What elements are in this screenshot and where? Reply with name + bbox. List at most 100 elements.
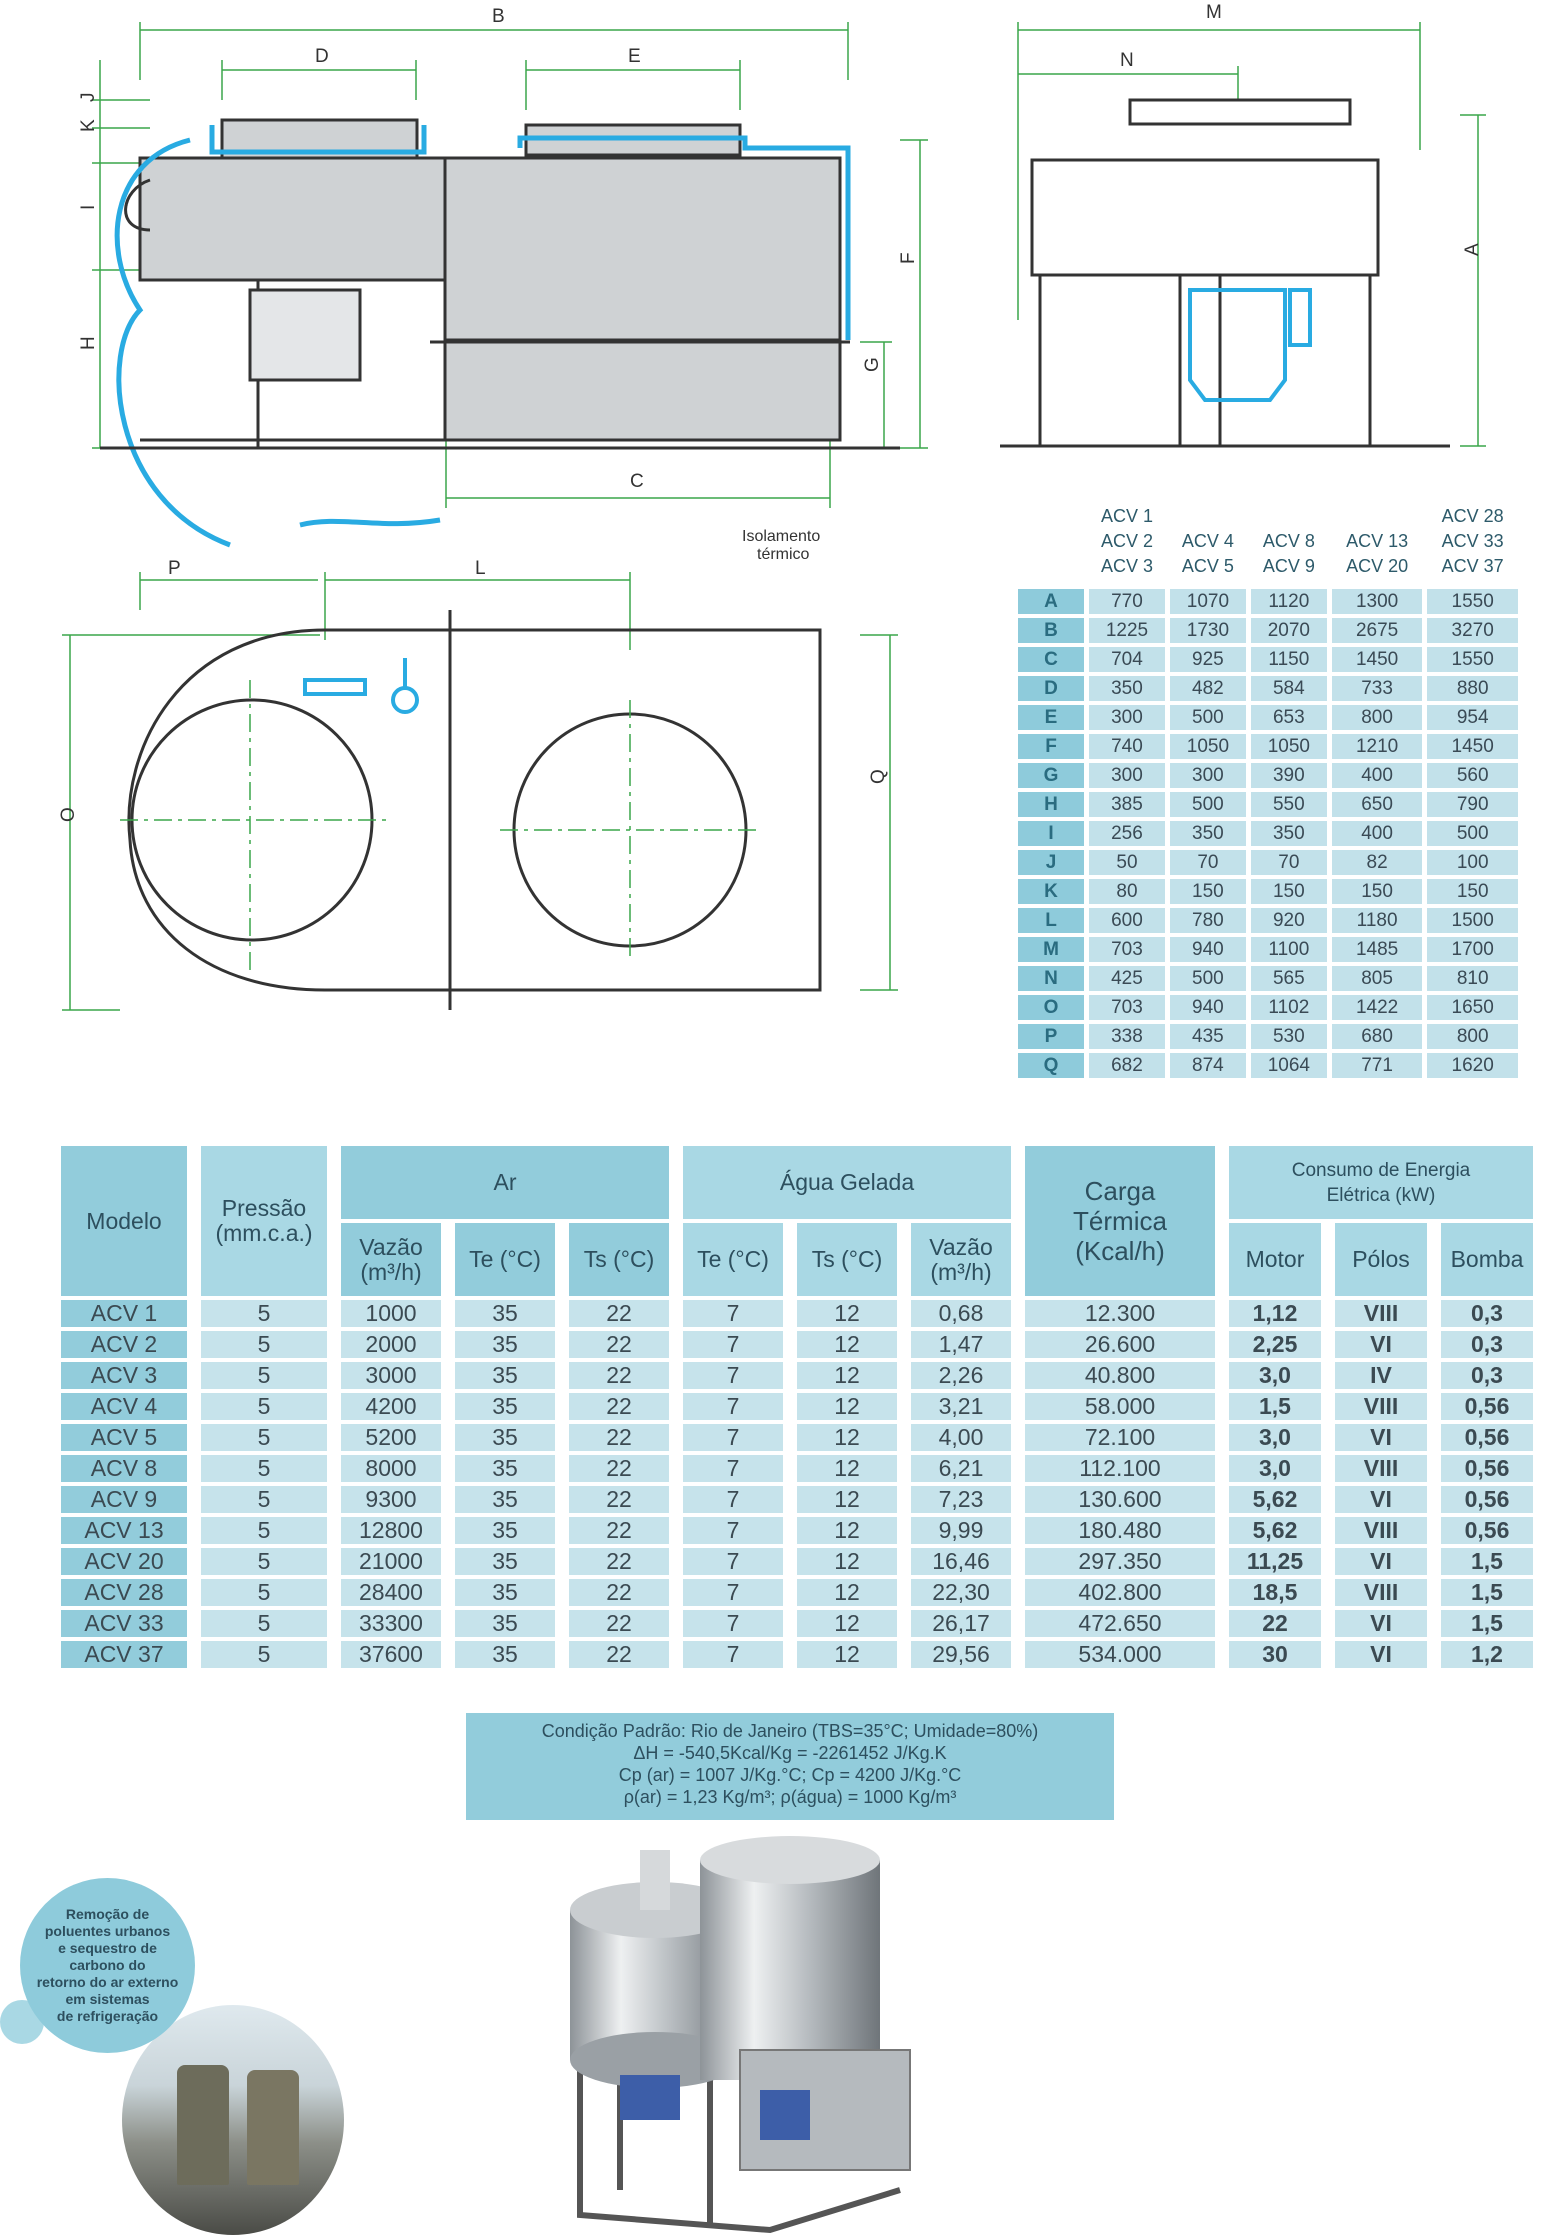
cell-model: ACV 1 <box>61 1300 187 1327</box>
cell-motor: 11,25 <box>1229 1548 1321 1575</box>
dimension-value: 350 <box>1089 676 1165 701</box>
dimension-value: 940 <box>1169 937 1246 962</box>
cell-water-te: 7 <box>683 1393 783 1420</box>
dimension-value: 500 <box>1169 792 1246 817</box>
side-view-tank <box>138 118 842 442</box>
dimension-value: 150 <box>1250 879 1327 904</box>
cell-motor: 30 <box>1229 1641 1321 1668</box>
cell-model: ACV 4 <box>61 1393 187 1420</box>
cell-motor: 1,5 <box>1229 1393 1321 1420</box>
cell-model: ACV 3 <box>61 1362 187 1389</box>
cell-air-te: 35 <box>455 1548 555 1575</box>
cell-water-flow: 7,23 <box>911 1486 1011 1513</box>
header-motor: Motor <box>1229 1223 1321 1296</box>
cell-water-te: 7 <box>683 1579 783 1606</box>
header-agua-vazao: Vazão (m³/h) <box>911 1223 1011 1296</box>
dimension-value: 733 <box>1331 676 1423 701</box>
label-H: H <box>78 336 99 350</box>
cell-air-te: 35 <box>455 1610 555 1637</box>
label-J: J <box>78 93 99 103</box>
dimension-value: 150 <box>1331 879 1423 904</box>
cell-air-flow: 9300 <box>341 1486 441 1513</box>
dimension-value: 300 <box>1089 705 1165 730</box>
cell-air-flow: 5200 <box>341 1424 441 1451</box>
dimension-value: 565 <box>1250 966 1327 991</box>
cell-pump: 0,56 <box>1441 1393 1533 1420</box>
header-agua-te: Te (°C) <box>683 1223 783 1296</box>
dimension-value: 1550 <box>1427 647 1518 672</box>
cell-pressure: 5 <box>201 1331 327 1358</box>
dimension-letter: G <box>1018 763 1084 788</box>
cell-poles: VIII <box>1335 1393 1427 1420</box>
dimension-value: 550 <box>1250 792 1327 817</box>
cell-pump: 1,5 <box>1441 1610 1533 1637</box>
top-view-dimension-lines <box>62 572 898 1011</box>
cell-air-ts: 22 <box>569 1610 669 1637</box>
dimension-letter: F <box>1018 734 1084 759</box>
dimension-value: 1450 <box>1427 734 1518 759</box>
header-agua: Água Gelada <box>683 1146 1011 1219</box>
cell-poles: VIII <box>1335 1455 1427 1482</box>
dimension-value: 800 <box>1331 705 1423 730</box>
cell-air-ts: 22 <box>569 1548 669 1575</box>
cell-pressure: 5 <box>201 1610 327 1637</box>
cell-model: ACV 9 <box>61 1486 187 1513</box>
cell-thermal-load: 534.000 <box>1025 1641 1215 1668</box>
cell-pump: 0,3 <box>1441 1331 1533 1358</box>
product-inlet <box>640 1850 670 1910</box>
dimension-value: 1050 <box>1169 734 1246 759</box>
header-pressao: Pressão (mm.c.a.) <box>201 1145 327 1296</box>
cell-model: ACV 28 <box>61 1579 187 1606</box>
cell-water-flow: 29,56 <box>911 1641 1011 1668</box>
dimension-value: 653 <box>1250 705 1327 730</box>
dimension-value: 100 <box>1427 850 1518 875</box>
dimension-value: 1210 <box>1331 734 1423 759</box>
bottle-image <box>247 2070 299 2185</box>
dimension-value: 70 <box>1169 850 1246 875</box>
front-view-drawing: M N A <box>1000 2 1486 448</box>
cell-thermal-load: 130.600 <box>1025 1486 1215 1513</box>
cell-thermal-load: 402.800 <box>1025 1579 1215 1606</box>
cell-pressure: 5 <box>201 1548 327 1575</box>
cell-model: ACV 37 <box>61 1641 187 1668</box>
bottle-image <box>177 2065 229 2185</box>
cell-model: ACV 8 <box>61 1455 187 1482</box>
cell-air-flow: 37600 <box>341 1641 441 1668</box>
dimension-value: 740 <box>1089 734 1165 759</box>
standard-conditions-box: Condição Padrão: Rio de Janeiro (TBS=35°… <box>466 1713 1114 1820</box>
cell-pump: 0,56 <box>1441 1424 1533 1451</box>
header-ar: Ar <box>341 1146 669 1219</box>
header-bomba: Bomba <box>1441 1223 1533 1296</box>
top-view-valve <box>303 658 419 714</box>
label-A: A <box>1462 243 1483 256</box>
cell-water-te: 7 <box>683 1517 783 1544</box>
dimension-value: 925 <box>1169 647 1246 672</box>
cell-water-te: 7 <box>683 1548 783 1575</box>
cell-pressure: 5 <box>201 1517 327 1544</box>
label-F: F <box>898 252 919 264</box>
label-E: E <box>628 46 641 67</box>
cell-pressure: 5 <box>201 1393 327 1420</box>
cell-water-ts: 12 <box>797 1641 897 1668</box>
dimension-value: 1050 <box>1250 734 1327 759</box>
cell-poles: VI <box>1335 1610 1427 1637</box>
cell-water-flow: 9,99 <box>911 1517 1011 1544</box>
cell-thermal-load: 12.300 <box>1025 1300 1215 1327</box>
dimension-value: 1485 <box>1331 937 1423 962</box>
dimension-value: 390 <box>1250 763 1327 788</box>
cell-poles: IV <box>1335 1362 1427 1389</box>
performance-table-header-row-2: Vazão (m³/h) Te (°C) Ts (°C) Te (°C) Ts … <box>61 1223 1533 1296</box>
dimension-value: 400 <box>1331 821 1423 846</box>
cell-air-flow: 8000 <box>341 1455 441 1482</box>
